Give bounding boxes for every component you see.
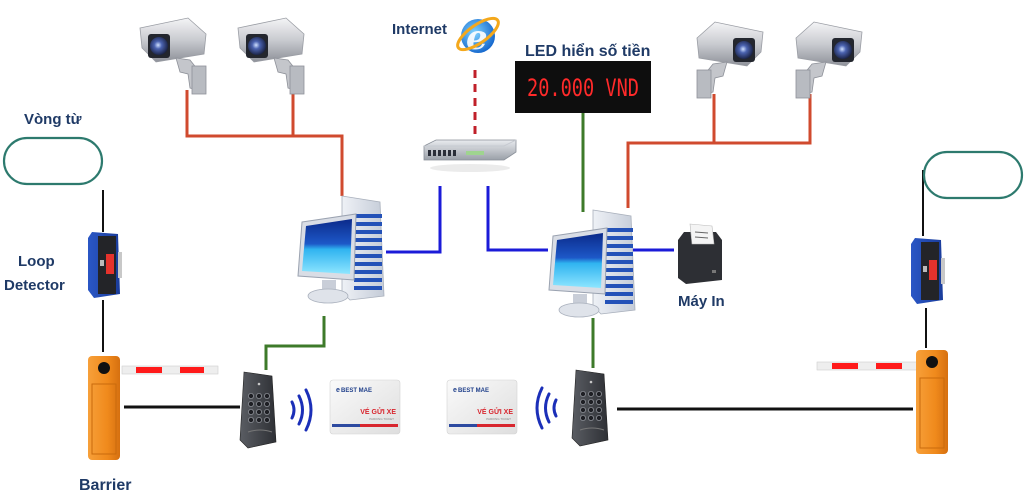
card-subtitle: PARKING TICKET (369, 417, 394, 421)
card-brand: BEST MAE (458, 388, 489, 394)
card-brand-prefix: e (453, 387, 457, 394)
card-reader-icon (571, 369, 609, 447)
camera-link-left (185, 90, 344, 196)
camera-icon (795, 21, 863, 99)
led-display-label: LED hiển số tiền (525, 42, 650, 60)
card-reader-icon (239, 371, 277, 449)
control-links (102, 170, 927, 411)
camera-icon (237, 17, 305, 95)
internet-label: Internet (392, 21, 447, 38)
card-title: VÉ GỬI XE (360, 407, 396, 416)
loop-detector-icon (88, 232, 122, 298)
loop-coil-label: Vòng từ (24, 111, 82, 128)
computer-icon-left (297, 195, 385, 304)
camera-icon (696, 21, 764, 99)
camera-icon (139, 17, 207, 95)
led-display-value: 20.000 VND (527, 74, 639, 102)
network-switch-icon (423, 139, 517, 172)
printer-icon (678, 223, 722, 284)
camera-link-right (626, 94, 812, 208)
card-brand-prefix: e (336, 387, 340, 394)
computer-icon-right (548, 209, 636, 318)
led-display: 20.000 VND (515, 61, 651, 113)
rfid-wave-icon (290, 388, 313, 432)
internet-explorer-icon: e (456, 16, 500, 58)
card-title: VÉ GỬI XE (477, 407, 513, 416)
loop-coil-left (2, 136, 104, 186)
loop-detector-label-line2: Detector (4, 277, 65, 294)
barrier-right (816, 349, 949, 455)
reader-links (264, 316, 595, 370)
loop-coil-right (922, 150, 1024, 200)
loop-detector-label-line1: Loop (18, 253, 55, 270)
card-subtitle: PARKING TICKET (486, 417, 511, 421)
parking-card-right: e BEST MAE VÉ GỬI XE PARKING TICKET (446, 379, 518, 435)
card-brand: BEST MAE (341, 388, 372, 394)
printer-label: Máy In (678, 293, 725, 310)
barrier-label: Barrier (79, 477, 131, 494)
network-links (386, 186, 674, 254)
barrier-left (87, 355, 219, 461)
rfid-wave-icon (535, 386, 558, 430)
parking-card-left: e BEST MAE VÉ GỬI XE PARKING TICKET (329, 379, 401, 435)
loop-detector-icon (911, 238, 945, 304)
